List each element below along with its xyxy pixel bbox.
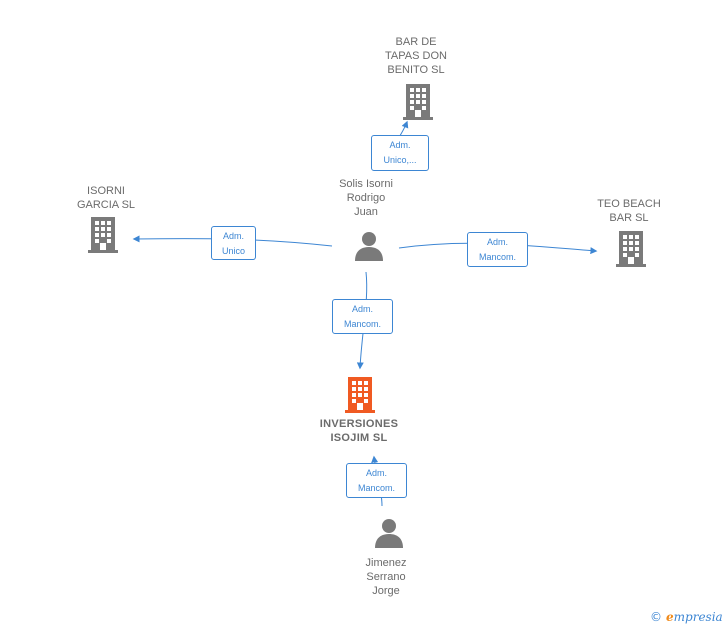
node-label-jimenez[interactable]: Jimenez Serrano Jorge	[365, 557, 407, 597]
brand-name: mpresia	[673, 610, 723, 624]
edge-label-solis-inversiones: Adm. Mancom.	[332, 299, 393, 334]
node-label-isorni[interactable]: ISORNI GARCIA SL	[76, 185, 136, 211]
building-icon[interactable]	[403, 84, 433, 120]
node-label-bar-tapas[interactable]: BAR DE TAPAS DON BENITO SL	[385, 36, 447, 76]
node-label-solis[interactable]: Solis Isorni Rodrigo Juan	[339, 178, 393, 218]
building-icon[interactable]	[616, 231, 646, 267]
brand-initial: e	[666, 610, 674, 624]
person-icon[interactable]	[355, 232, 383, 261]
person-icon[interactable]	[375, 519, 403, 548]
edge-label-jimenez-inversiones: Adm. Mancom.	[346, 463, 407, 498]
edge-label-solis-teo-beach: Adm. Mancom.	[467, 232, 528, 267]
edge-label-solis-bar-tapas: Adm. Unico,...	[371, 135, 429, 171]
building-icon[interactable]	[345, 377, 375, 413]
empresia-logo: © empresia	[650, 610, 723, 624]
building-icon[interactable]	[88, 217, 118, 253]
copyright-icon: ©	[650, 610, 662, 624]
node-label-inversiones[interactable]: INVERSIONES ISOJIM SL	[319, 418, 399, 444]
edge-label-solis-isorni: Adm. Unico	[211, 226, 256, 260]
node-label-teo-beach[interactable]: TEO BEACH BAR SL	[597, 198, 661, 224]
